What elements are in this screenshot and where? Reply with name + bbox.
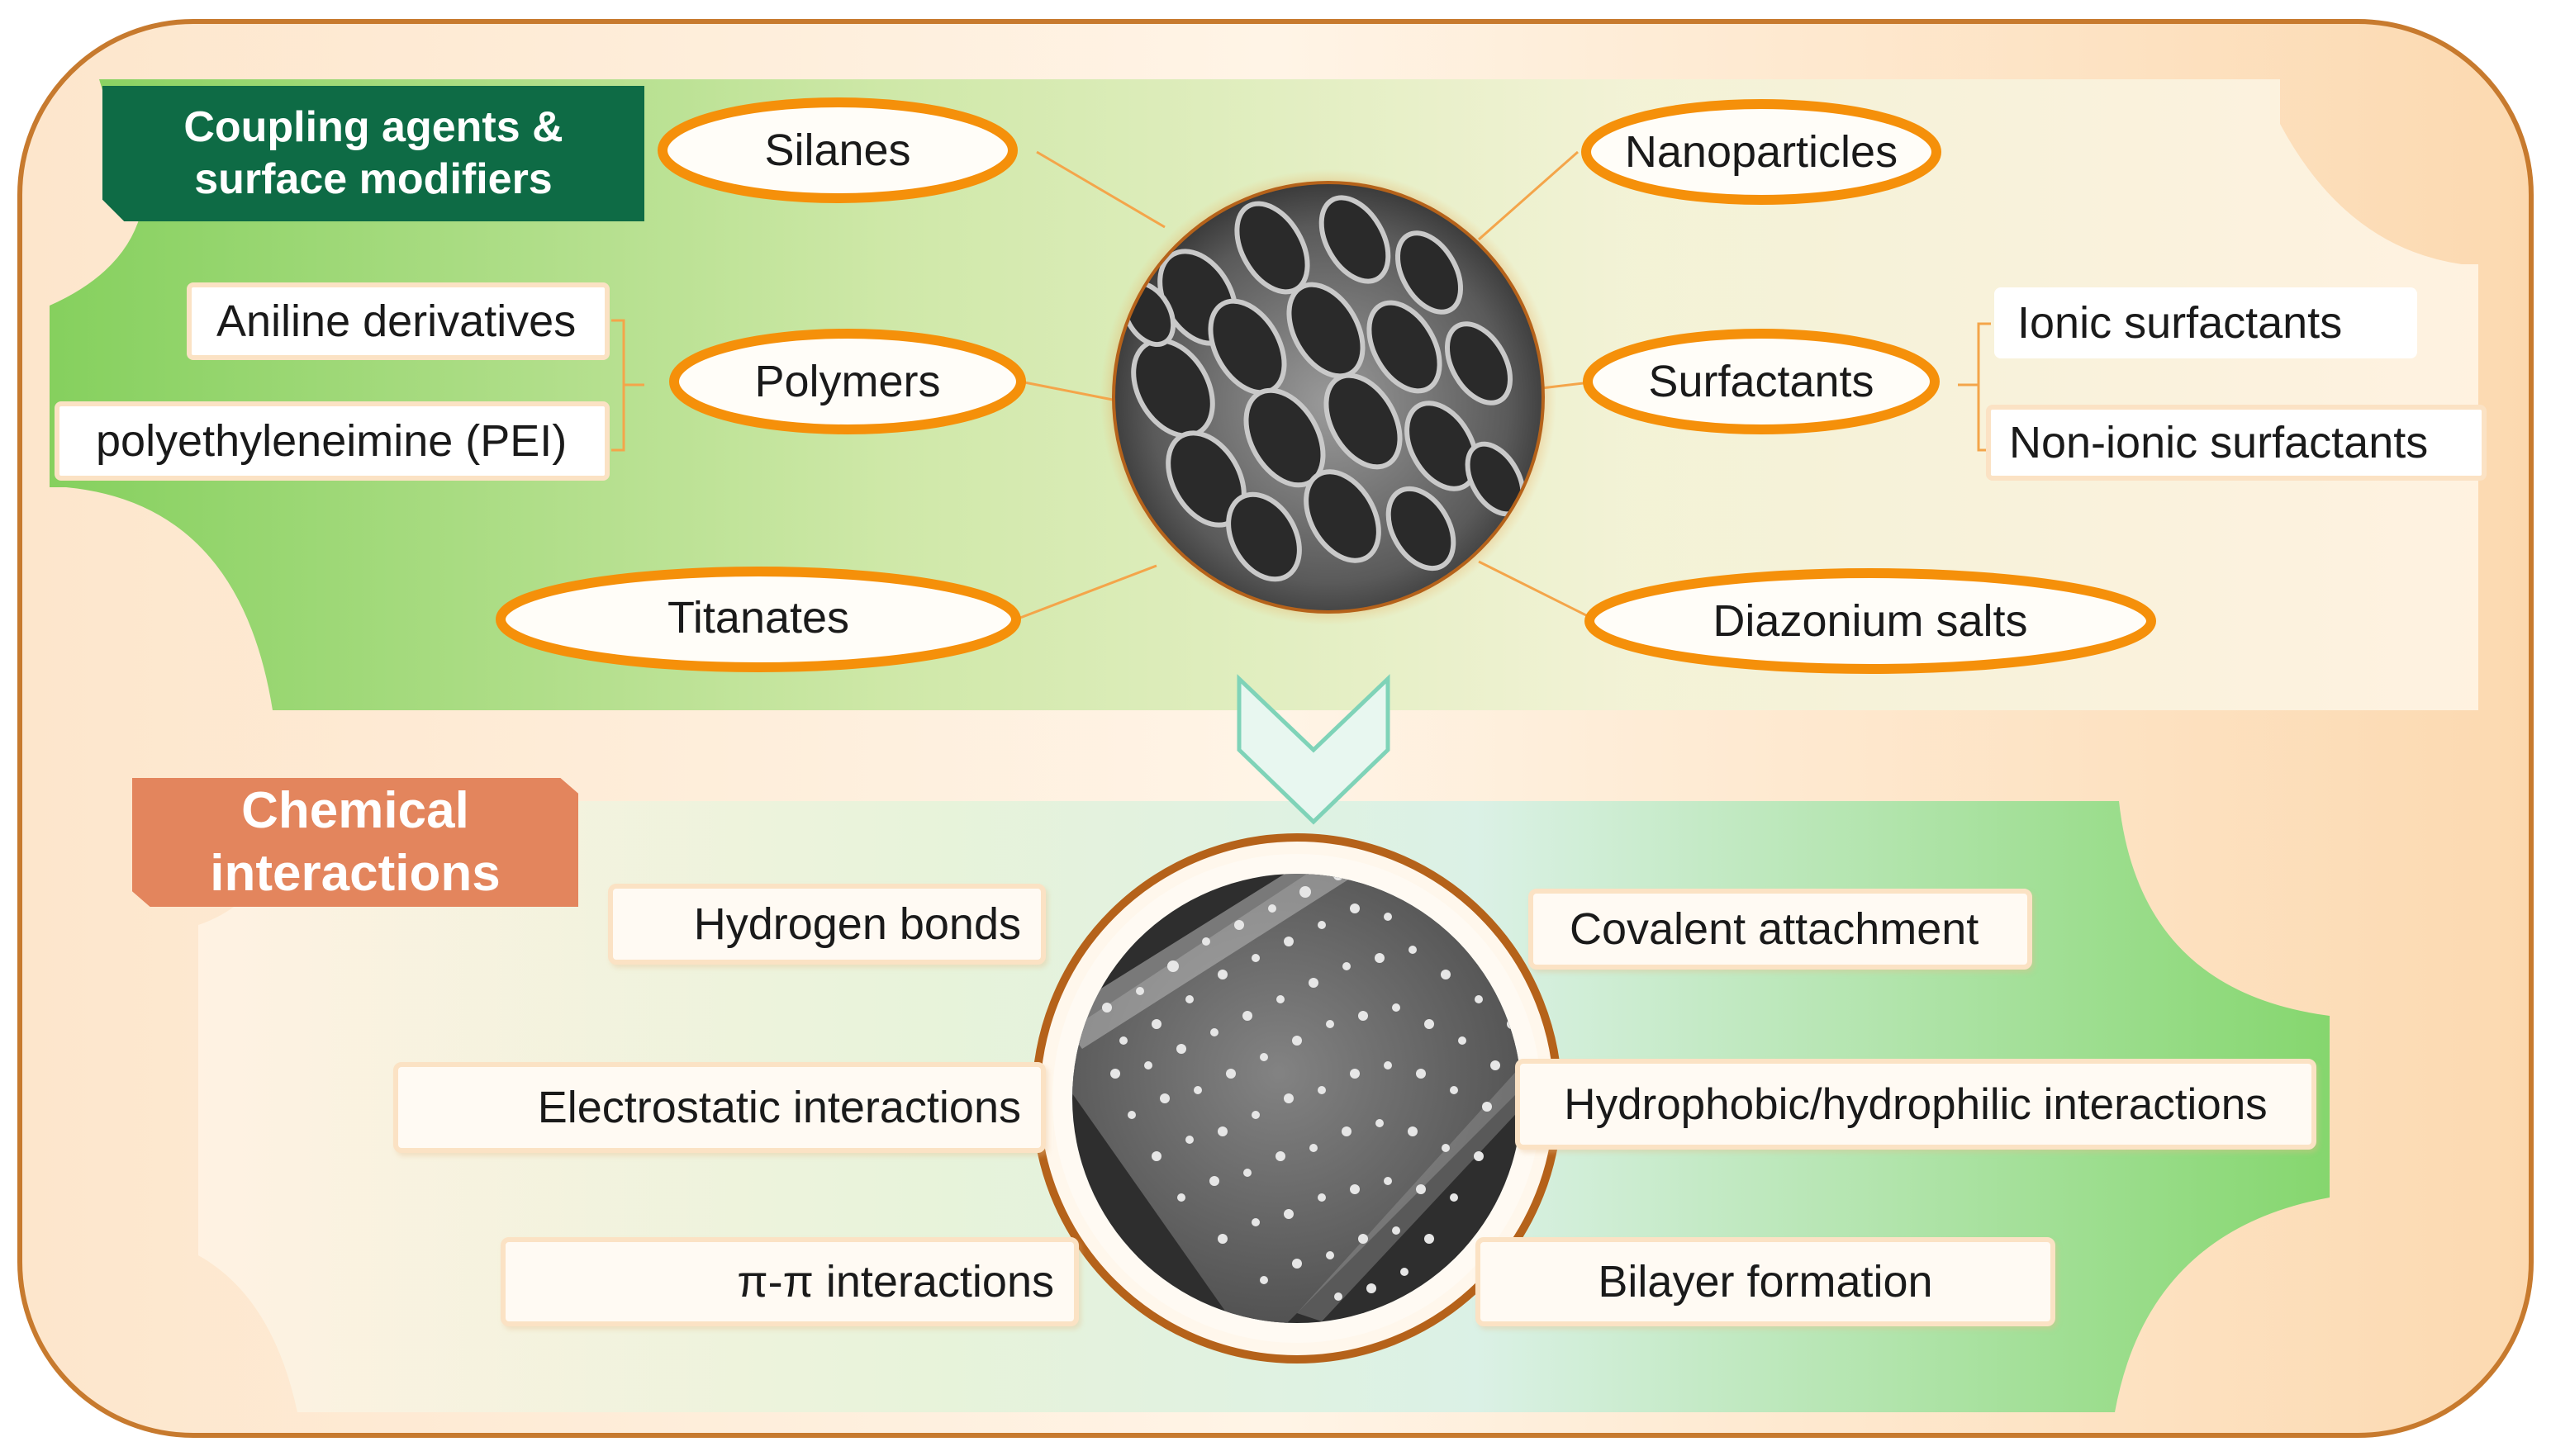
coupling-title-line2: surface modifiers [194, 155, 553, 203]
porous-carbon-image [1100, 169, 1556, 625]
right-bracket [1958, 322, 1991, 452]
left-bracket [611, 319, 644, 452]
polymers-label: Polymers [754, 357, 941, 406]
ellipse-shapes [496, 97, 2156, 674]
chemical-title-line1: Chemical [241, 782, 469, 840]
silanes-label: Silanes [764, 126, 911, 175]
aniline-derivatives-box: Aniline derivatives [187, 282, 610, 360]
diazonium-salts-label: Diazonium salts [1713, 596, 2028, 646]
coupling-title-line1: Coupling agents & [183, 102, 563, 151]
coupling-agents-banner: Coupling agents & surface modifiers [102, 86, 644, 221]
nanoparticles-label: Nanoparticles [1624, 127, 1898, 177]
chemical-interactions-banner: Chemical interactions [132, 778, 578, 907]
non-ionic-surfactants-box: Non-ionic surfactants [1986, 405, 2487, 481]
fiber-nanoparticle-image [1032, 833, 1562, 1364]
ionic-surfactants-box: Ionic surfactants [1994, 287, 2417, 358]
electrostatic-interactions-box: Electrostatic interactions [393, 1062, 1046, 1153]
pei-box: polyethyleneimine (PEI) [55, 401, 610, 481]
hydrophobic-hydrophilic-box: Hydrophobic/hydrophilic interactions [1515, 1059, 2316, 1150]
down-chevron-icon [1237, 674, 1390, 825]
bilayer-formation-box: Bilayer formation [1475, 1237, 2055, 1326]
pi-pi-interactions-box: π-π interactions [501, 1237, 1079, 1326]
titanates-label: Titanates [667, 593, 850, 643]
chemical-title-line2: interactions [210, 845, 501, 902]
covalent-attachment-box: Covalent attachment [1528, 889, 2032, 970]
surfactants-label: Surfactants [1648, 357, 1874, 406]
hydrogen-bonds-box: Hydrogen bonds [608, 884, 1046, 965]
